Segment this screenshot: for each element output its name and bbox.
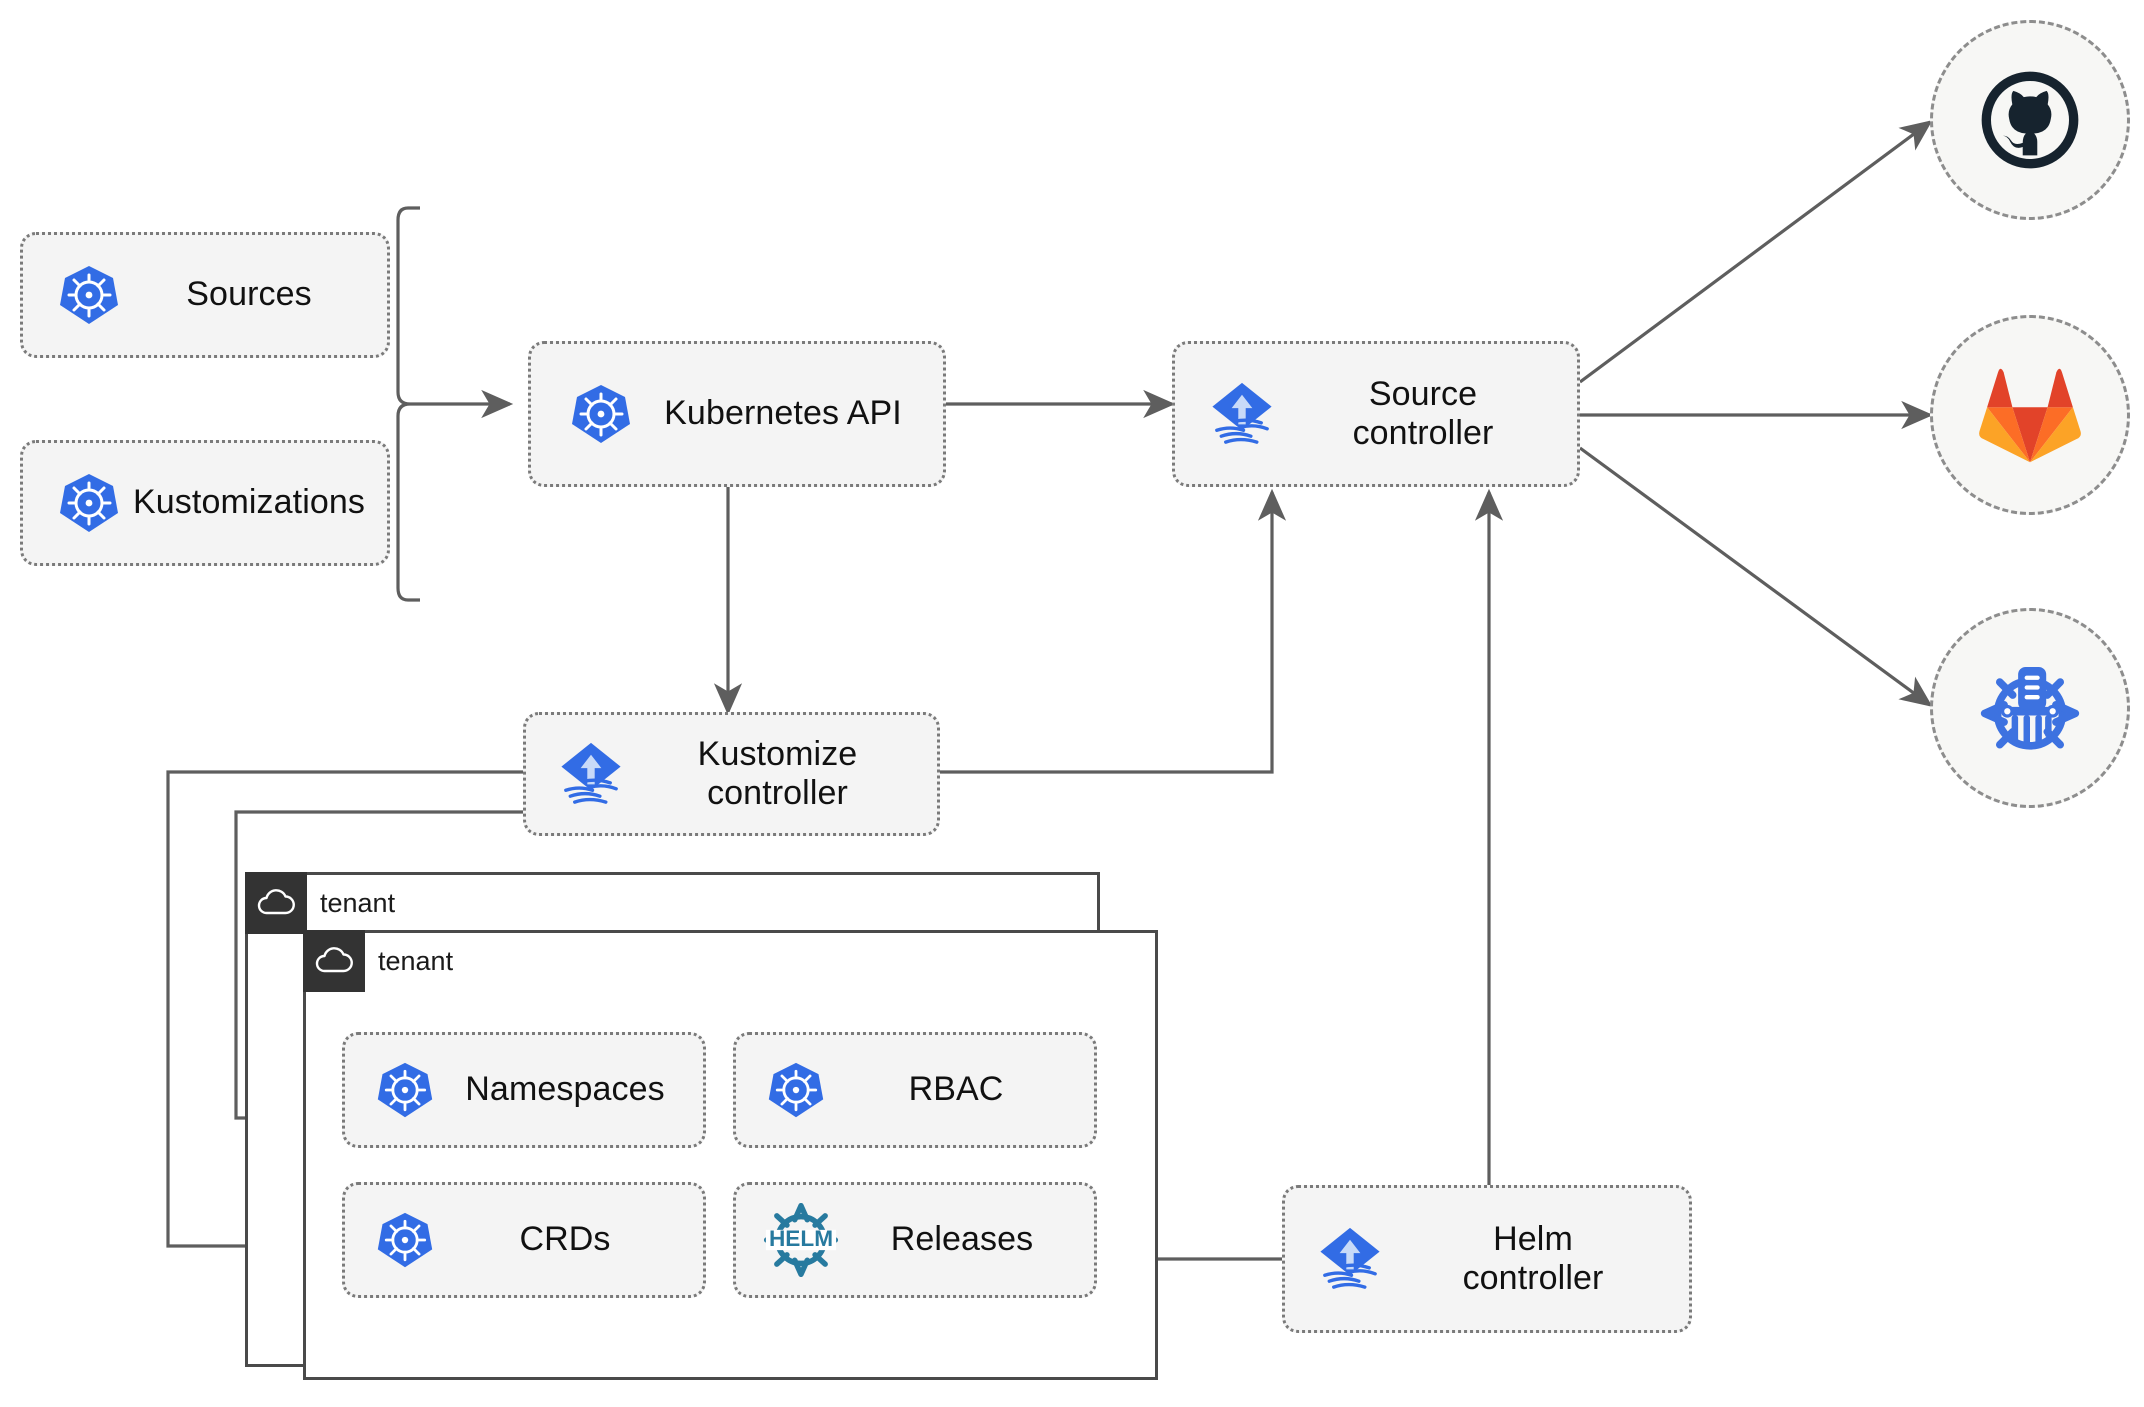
kubernetes-icon [57,263,121,327]
kubernetes-icon [764,1058,828,1122]
node-releases[interactable]: HELM Releases [733,1182,1097,1298]
flux-icon [1205,377,1279,451]
node-label: RBAC [908,1070,1004,1109]
provider-gitlab[interactable] [1930,315,2130,515]
node-label: CRDs [519,1220,611,1259]
cloud-icon [245,872,307,934]
kubernetes-icon [373,1208,437,1272]
flux-icon [554,737,628,811]
node-kubernetes-api[interactable]: Kubernetes API [528,341,946,487]
node-label: Namespaces [465,1070,665,1109]
tenant-label-back: tenant [320,887,396,918]
node-kustomizations[interactable]: Kustomizations [20,440,390,566]
github-icon [1981,71,2079,169]
node-label: Kustomizations [133,483,365,522]
provider-github[interactable] [1930,20,2130,220]
node-namespaces[interactable]: Namespaces [342,1032,706,1148]
helm-repository-icon [1980,666,2080,750]
tenant-container-front[interactable]: tenant [303,930,1158,1380]
node-label: Sources [186,275,312,314]
provider-helm-registry[interactable] [1930,608,2130,808]
node-label: Kustomize controller [697,734,858,812]
flux-icon [1313,1222,1387,1296]
node-rbac[interactable]: RBAC [733,1032,1097,1148]
edge-source-to-helm-registry [1579,446,1933,707]
node-label: Source controller [1352,374,1494,452]
node-label: Helm controller [1462,1219,1604,1297]
node-sources[interactable]: Sources [20,232,390,358]
node-label: Kubernetes API [664,394,902,433]
gitlab-icon [1979,368,2081,463]
kubernetes-icon [569,382,633,446]
node-kustomize-controller[interactable]: Kustomize controller [523,712,940,836]
node-source-controller[interactable]: Source controller [1172,341,1580,487]
tenant-label-front: tenant [378,945,454,976]
edge-kustomize-to-source [940,488,1287,774]
node-helm-controller[interactable]: Helm controller [1282,1185,1692,1333]
node-label: Releases [890,1220,1034,1259]
kubernetes-icon [57,471,121,535]
kubernetes-icon [373,1058,437,1122]
edge-kustomize-to-tenant-back [166,770,523,1261]
helm-icon: HELM [762,1201,840,1279]
cloud-icon [303,930,365,992]
svg-text:HELM: HELM [769,1226,833,1251]
edge-source-to-github [1579,120,1933,384]
node-crds[interactable]: CRDs [342,1182,706,1298]
